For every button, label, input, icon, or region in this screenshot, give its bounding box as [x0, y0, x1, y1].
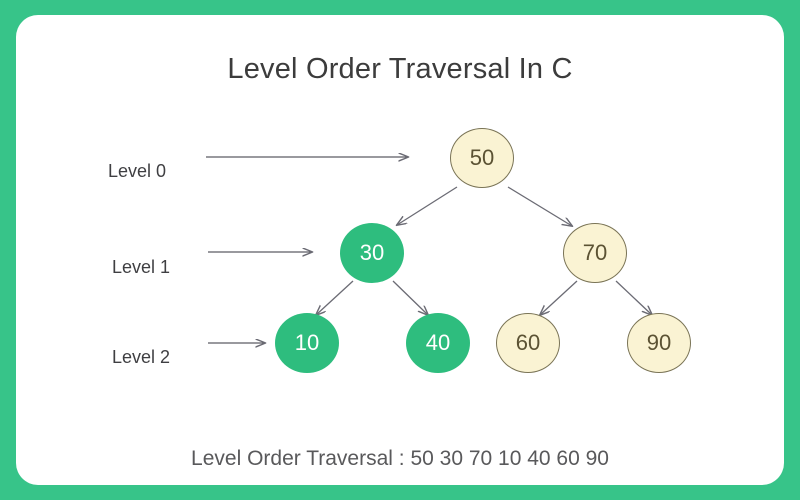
tree-node-50[interactable]: 50	[450, 128, 514, 188]
tree-node-10-value: 10	[294, 330, 320, 355]
edge-70-60	[540, 280, 578, 315]
edge-30-40	[392, 280, 428, 315]
level-label-1: Level 1	[112, 257, 171, 277]
tree-node-30[interactable]: 30	[340, 223, 404, 283]
content-card: Level Order Traversal In C Level 0 Level…	[16, 15, 784, 485]
edge-70-90	[615, 280, 652, 315]
edge-30-10	[316, 280, 354, 315]
tree-node-60-value: 60	[515, 330, 541, 355]
tree-node-60[interactable]: 60	[496, 313, 560, 373]
tree-node-70-value: 70	[582, 240, 608, 265]
traversal-result-caption: Level Order Traversal : 50 30 70 10 40 6…	[191, 447, 609, 470]
tree-node-40-value: 40	[425, 330, 451, 355]
level-label-0: Level 0	[108, 161, 167, 181]
tree-node-30-value: 30	[359, 240, 385, 265]
tree-node-10[interactable]: 10	[275, 313, 339, 373]
page-title: Level Order Traversal In C	[227, 53, 573, 85]
tree-node-90-value: 90	[646, 330, 672, 355]
tree-node-40[interactable]: 40	[406, 313, 470, 373]
level-label-2: Level 2	[112, 347, 171, 367]
edge-50-30	[397, 186, 458, 225]
tree-node-50-value: 50	[469, 145, 495, 170]
edge-50-70	[507, 186, 572, 226]
tree-node-70[interactable]: 70	[563, 223, 627, 283]
tree-node-90[interactable]: 90	[627, 313, 691, 373]
tree-edges-layer	[206, 15, 784, 485]
